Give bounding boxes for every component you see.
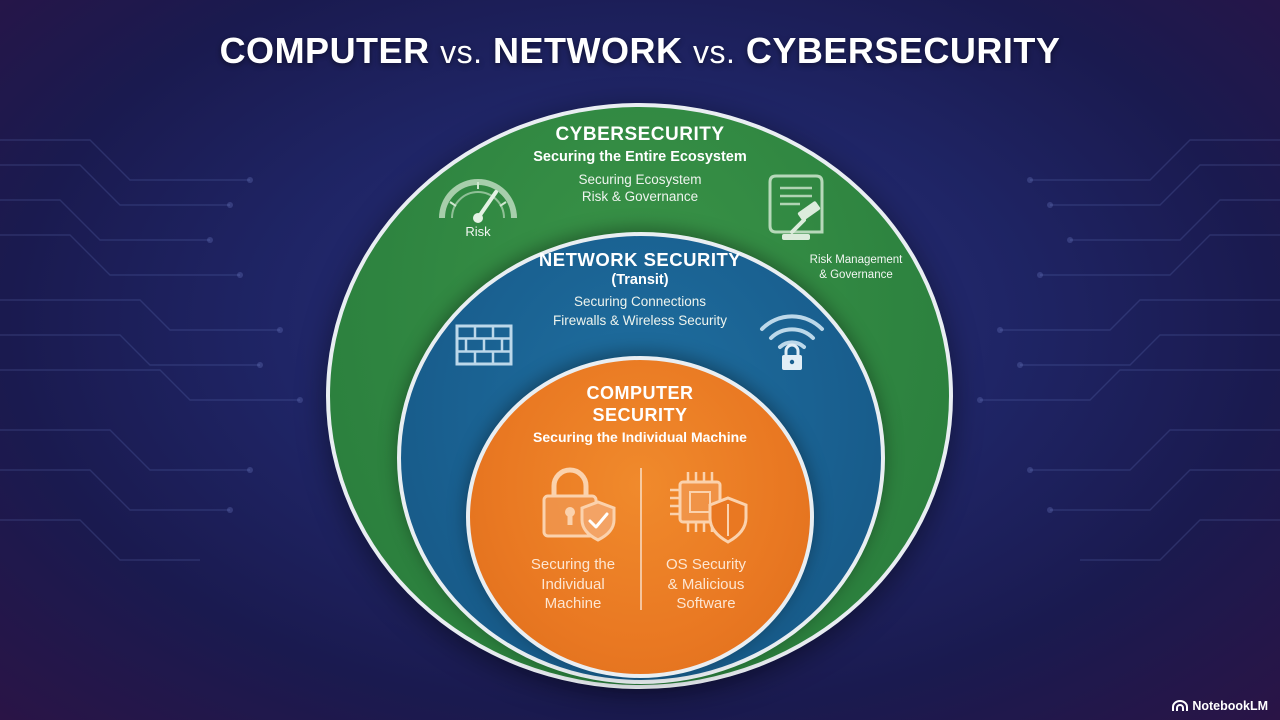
firewall-brick-icon xyxy=(455,324,513,366)
computer-security-divider xyxy=(640,468,642,610)
computer-security-right-text: OS Security & Malicious Software xyxy=(642,555,770,614)
padlock-shield-icon xyxy=(542,467,616,542)
chip-shield-icon xyxy=(670,472,748,544)
brand-watermark: NotebookLM xyxy=(1172,699,1268,713)
governance-label-2: & Governance xyxy=(819,269,893,281)
computer-security-subheading: Securing the Individual Machine xyxy=(533,429,747,445)
network-security-line-2: Firewalls & Wireless Security xyxy=(552,313,728,328)
cybersecurity-line-1: Securing Ecosystem xyxy=(578,172,702,187)
cybersecurity-heading: CYBERSECURITY xyxy=(555,124,725,145)
title-vs-2: vs. xyxy=(692,34,736,70)
network-security-heading: NETWORK SECURITY xyxy=(538,249,742,270)
page-title: COMPUTER vs. NETWORK vs. CYBERSECURITY xyxy=(0,30,1280,72)
notebooklm-logo-icon xyxy=(1172,700,1189,711)
right-text-line-1: OS Security xyxy=(665,556,747,573)
left-text-line-2: Individual xyxy=(541,575,605,593)
risk-label: Risk xyxy=(465,224,491,239)
computer-security-heading-2: SECURITY xyxy=(592,405,688,425)
cybersecurity-subheading: Securing the Entire Ecosystem xyxy=(533,149,747,165)
right-text-line-3: Software xyxy=(676,595,736,612)
left-text-line-3: Machine xyxy=(544,595,602,612)
computer-security-left-text: Securing the Individual Machine xyxy=(506,555,640,614)
gauge-icon xyxy=(439,179,517,223)
network-security-line-1: Securing Connections xyxy=(573,294,707,309)
right-text-line-2: & Malicious xyxy=(667,575,745,593)
cybersecurity-line-2: Risk & Governance xyxy=(581,189,699,204)
document-gavel-icon xyxy=(768,174,824,240)
governance-label-1: Risk Management xyxy=(809,254,903,266)
title-vs-1: vs. xyxy=(440,34,483,70)
title-cybersecurity: CYBERSECURITY xyxy=(745,30,1061,71)
brand-name: NotebookLM xyxy=(1192,699,1268,713)
title-network: NETWORK xyxy=(492,30,683,71)
network-security-subheading: (Transit) xyxy=(611,272,669,288)
left-text-line-1: Securing the xyxy=(530,556,616,573)
wifi-lock-icon xyxy=(760,314,824,370)
title-computer: COMPUTER xyxy=(219,30,430,71)
computer-security-heading-1: COMPUTER xyxy=(586,383,694,403)
